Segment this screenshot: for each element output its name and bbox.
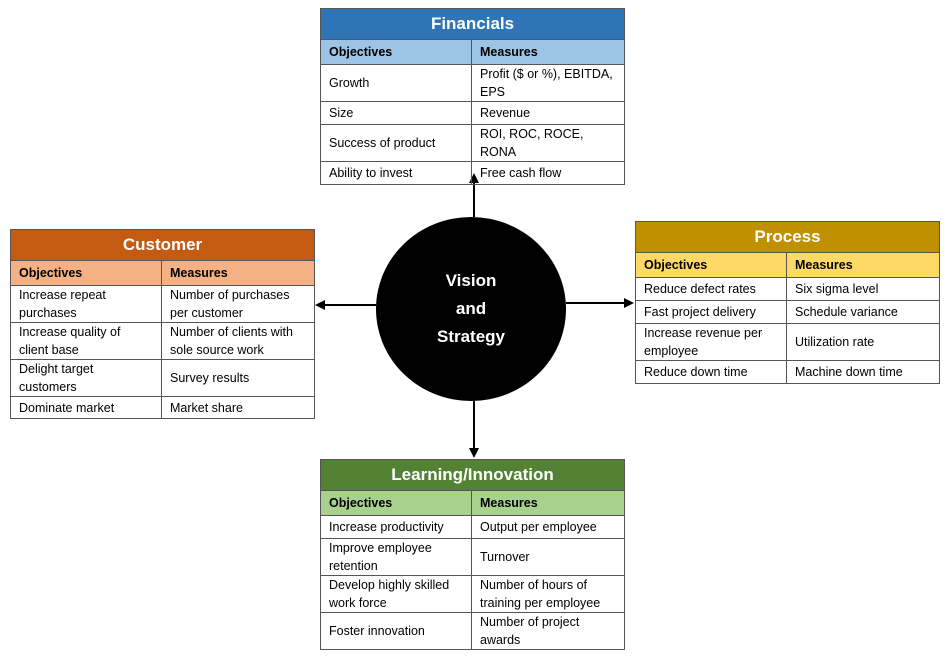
- objective-cell: Success of product: [320, 124, 472, 162]
- measure-cell: Number of project awards: [470, 612, 626, 650]
- measure-cell: Market share: [160, 396, 316, 419]
- table-row: Increase revenue per employee Utilizatio…: [635, 323, 941, 361]
- measure-cell: Profit ($ or %), EBITDA, EPS: [470, 64, 626, 102]
- objective-cell: Delight target customers: [10, 359, 162, 397]
- table-row: Size Revenue: [320, 101, 626, 125]
- measure-cell: Six sigma level: [785, 277, 941, 301]
- table-row: Increase repeat purchases Number of purc…: [10, 285, 316, 323]
- measure-cell: Revenue: [470, 101, 626, 125]
- measure-cell: Number of purchases per customer: [160, 285, 316, 323]
- measure-cell: Survey results: [160, 359, 316, 397]
- process-title: Process: [634, 221, 941, 253]
- measures-header: Measures: [785, 252, 941, 278]
- vision-strategy-label: Vision and Strategy: [436, 271, 506, 346]
- measure-cell: Utilization rate: [785, 323, 941, 361]
- measure-cell: Number of clients with sole source work: [160, 322, 316, 360]
- table-row: Dominate market Market share: [10, 396, 316, 419]
- table-row: Growth Profit ($ or %), EBITDA, EPS: [320, 64, 626, 102]
- objective-cell: Foster innovation: [320, 612, 472, 650]
- objective-cell: Dominate market: [10, 396, 162, 419]
- objective-cell: Increase productivity: [320, 515, 472, 539]
- objectives-header: Objectives: [635, 252, 787, 278]
- objective-cell: Size: [320, 101, 472, 125]
- measure-cell: Number of hours of training per employee: [470, 575, 626, 613]
- table-row: Develop highly skilled work force Number…: [320, 575, 626, 613]
- table-row: Delight target customers Survey results: [10, 359, 316, 397]
- table-row: Ability to invest Free cash flow: [320, 161, 626, 185]
- learning-innovation-table: Learning/Innovation Objectives Measures …: [319, 459, 626, 650]
- objective-cell: Develop highly skilled work force: [320, 575, 472, 613]
- measures-header: Measures: [470, 39, 626, 65]
- financials-table: Financials Objectives Measures Growth Pr…: [319, 8, 626, 185]
- vision-strategy-circle: Vision and Strategy: [376, 217, 566, 401]
- table-row: Success of product ROI, ROC, ROCE, RONA: [320, 124, 626, 162]
- measure-cell: Output per employee: [470, 515, 626, 539]
- process-table: Process Objectives Measures Reduce defec…: [634, 221, 941, 384]
- table-row: Reduce down time Machine down time: [635, 360, 941, 384]
- table-row: Increase productivity Output per employe…: [320, 515, 626, 539]
- objective-cell: Improve employee retention: [320, 538, 472, 576]
- measure-cell: Schedule variance: [785, 300, 941, 324]
- table-row: Increase quality of client base Number o…: [10, 322, 316, 360]
- objective-cell: Increase repeat purchases: [10, 285, 162, 323]
- objective-cell: Ability to invest: [320, 161, 472, 185]
- table-row: Foster innovation Number of project awar…: [320, 612, 626, 650]
- objective-cell: Reduce defect rates: [635, 277, 787, 301]
- objective-cell: Increase revenue per employee: [635, 323, 787, 361]
- measures-header: Measures: [470, 490, 626, 516]
- measure-cell: Free cash flow: [470, 161, 626, 185]
- objectives-header: Objectives: [320, 39, 472, 65]
- table-row: Improve employee retention Turnover: [320, 538, 626, 576]
- customer-title: Customer: [9, 229, 316, 261]
- objectives-header: Objectives: [320, 490, 472, 516]
- objective-cell: Growth: [320, 64, 472, 102]
- objective-cell: Reduce down time: [635, 360, 787, 384]
- measure-cell: Machine down time: [785, 360, 941, 384]
- measure-cell: Turnover: [470, 538, 626, 576]
- customer-table: Customer Objectives Measures Increase re…: [9, 229, 316, 419]
- table-row: Fast project delivery Schedule variance: [635, 300, 941, 324]
- objective-cell: Fast project delivery: [635, 300, 787, 324]
- measures-header: Measures: [160, 260, 316, 286]
- objectives-header: Objectives: [10, 260, 162, 286]
- objective-cell: Increase quality of client base: [10, 322, 162, 360]
- learning-innovation-title: Learning/Innovation: [319, 459, 626, 491]
- table-row: Reduce defect rates Six sigma level: [635, 277, 941, 301]
- financials-title: Financials: [319, 8, 626, 40]
- measure-cell: ROI, ROC, ROCE, RONA: [470, 124, 626, 162]
